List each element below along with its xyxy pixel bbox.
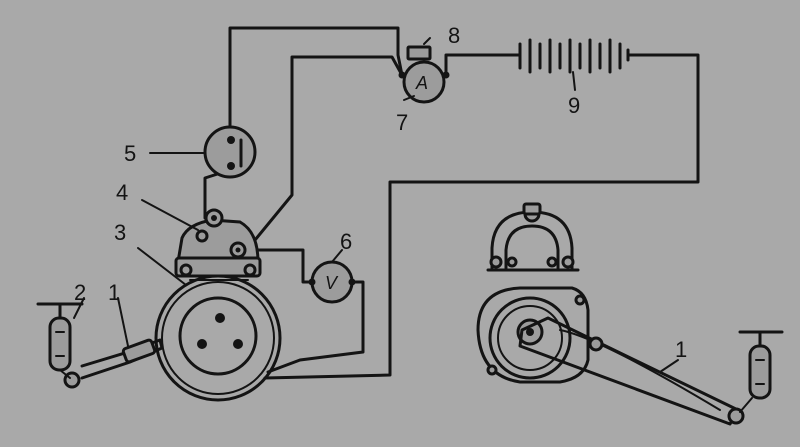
voltmeter-symbol: V — [325, 273, 339, 293]
label-7: 7 — [396, 110, 408, 135]
wire-relay-to-ammeter — [228, 26, 404, 137]
wire-voltmeter-to-frame — [266, 280, 365, 374]
wire-ammeter-to-battery — [444, 53, 522, 77]
label-4: 4 — [116, 180, 128, 205]
ammeter: A — [398, 37, 450, 104]
wire-battery-return — [263, 53, 700, 380]
belt-tensioner-left — [36, 297, 164, 389]
generator-left — [137, 199, 282, 402]
label-3: 3 — [114, 220, 126, 245]
label-2: 2 — [74, 280, 86, 305]
voltmeter: V — [308, 249, 356, 304]
wire-generator-to-voltmeter — [256, 248, 314, 284]
label-8: 8 — [448, 23, 460, 48]
wiring — [203, 26, 700, 380]
relay — [149, 125, 257, 179]
generator-right — [476, 202, 590, 384]
label-9: 9 — [568, 93, 580, 118]
tension-arm-right — [518, 316, 784, 426]
label-5: 5 — [124, 141, 136, 166]
battery — [518, 38, 630, 91]
ammeter-symbol: A — [415, 73, 428, 93]
labels: 1 2 3 4 5 6 7 8 9 1 — [74, 23, 687, 362]
label-1-left: 1 — [108, 280, 120, 305]
wire-generator-to-ammeter — [253, 55, 404, 242]
label-1-right: 1 — [675, 337, 687, 362]
label-6: 6 — [340, 229, 352, 254]
